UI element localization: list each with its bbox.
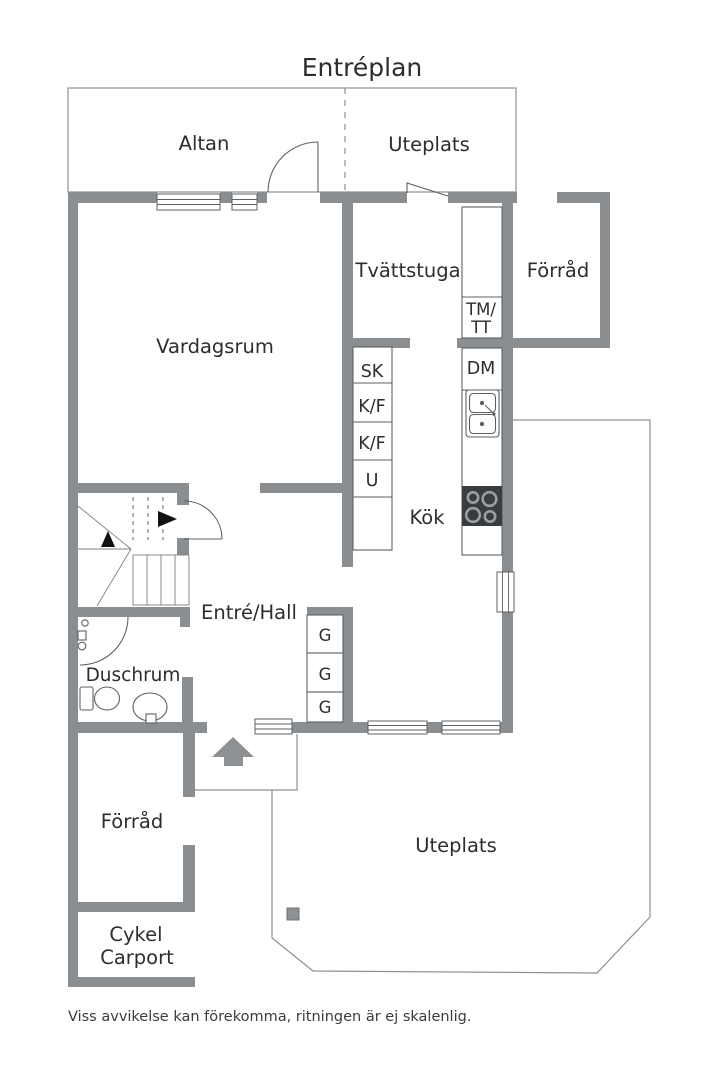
door-swing-icon — [183, 500, 223, 540]
entrance-platform-outline — [192, 734, 298, 791]
stair-direction-arrow-icon — [158, 511, 177, 527]
fixture-label-sk: SK — [361, 362, 384, 382]
room-label-kok: Kök — [409, 506, 445, 529]
door-leaf-icon — [406, 182, 449, 197]
window-icon — [254, 718, 293, 735]
window-icon — [367, 720, 428, 735]
stove-icon — [462, 486, 502, 526]
room-label-duschrum: Duschrum — [86, 665, 181, 686]
door-swing-icon — [267, 141, 319, 193]
room-label-forrad-bottom: Förråd — [101, 810, 163, 833]
entrance-arrow-icon — [212, 737, 254, 766]
washbasin-icon — [132, 692, 168, 724]
terrace-outline-top — [67, 87, 517, 193]
window-icon — [156, 193, 221, 211]
patio-post — [286, 907, 300, 921]
labels: Entréplan Altan Uteplats Tvättstuga Förr… — [68, 53, 589, 1025]
disclaimer-text: Viss avvikelse kan förekomma, ritningen … — [68, 1009, 471, 1025]
fixture-label-g3: G — [319, 698, 332, 717]
washer-dryer-counter — [461, 206, 503, 339]
shower-icon — [77, 616, 129, 666]
room-label-altan: Altan — [179, 132, 230, 155]
patio-outline-right — [271, 419, 651, 974]
room-label-carport-line2: Carport — [100, 946, 174, 969]
page-title: Entréplan — [302, 53, 423, 82]
room-label-tvattstuga: Tvättstuga — [354, 259, 460, 282]
windows — [156, 193, 515, 735]
stair-up-arrow-icon — [101, 531, 115, 547]
sink-icon — [465, 389, 500, 438]
fixture-label-tm: TM/ — [465, 300, 496, 319]
room-label-forrad-top: Förråd — [527, 259, 589, 282]
toilet-icon — [79, 686, 121, 711]
fixture-label-u: U — [366, 471, 379, 491]
window-icon — [231, 193, 258, 211]
kitchen-fixtures — [352, 206, 503, 556]
doors — [183, 141, 449, 540]
bathroom-fixtures — [77, 616, 168, 724]
fixture-label-g2: G — [319, 665, 332, 684]
fixture-label-kf1: K/F — [358, 397, 385, 417]
tall-cabinet-run — [352, 346, 393, 551]
wardrobe-block — [306, 614, 344, 723]
room-label-uteplats-bottom: Uteplats — [415, 834, 496, 857]
outdoor-areas — [67, 87, 651, 974]
walls — [68, 192, 610, 987]
room-label-uteplats-top: Uteplats — [388, 133, 469, 156]
window-icon — [496, 571, 515, 613]
fixture-label-g1: G — [319, 626, 332, 645]
room-label-carport-line1: Cykel — [109, 923, 162, 946]
fixture-label-tt: TT — [470, 318, 492, 337]
room-label-vardagsrum: Vardagsrum — [156, 335, 274, 358]
fixture-label-dm: DM — [467, 359, 496, 379]
fixture-label-kf2: K/F — [358, 434, 385, 454]
staircase — [77, 497, 190, 607]
window-icon — [441, 720, 501, 735]
room-label-entre-hall: Entré/Hall — [201, 601, 297, 624]
